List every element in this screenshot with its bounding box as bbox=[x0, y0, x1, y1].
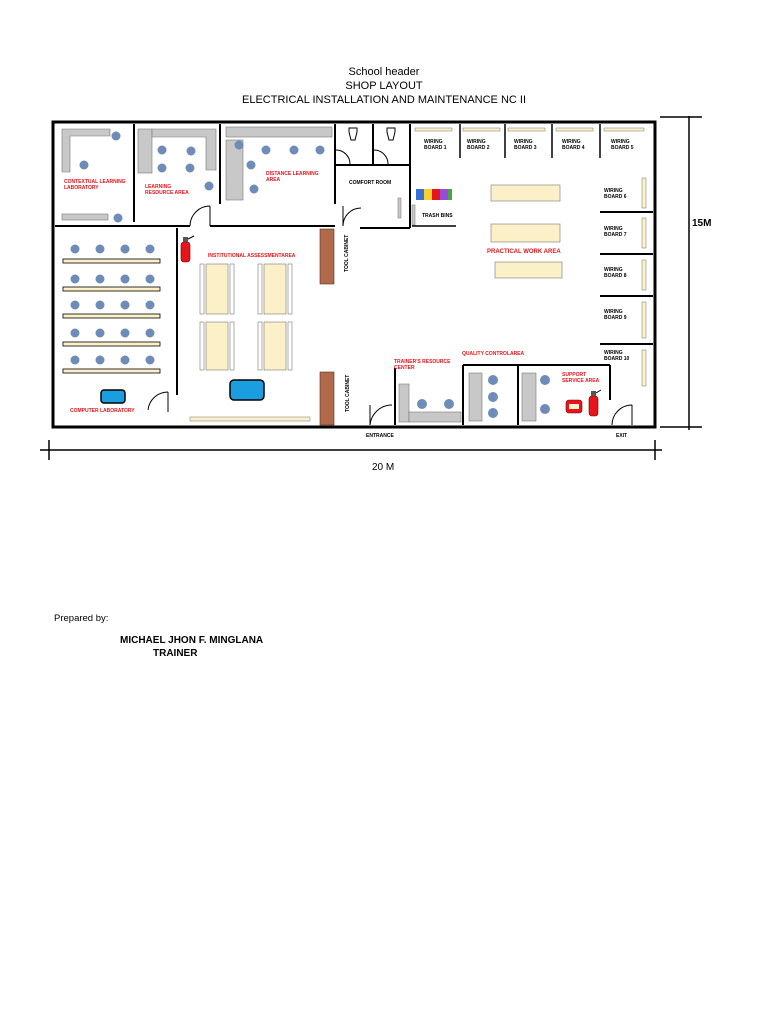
first-aid-icon bbox=[565, 399, 583, 414]
fire-extinguisher-icon bbox=[180, 235, 195, 263]
distance-learning-area: DISTANCE LEARNING AREA bbox=[225, 126, 333, 201]
preparer-role: TRAINER bbox=[153, 648, 198, 659]
trainers-resource-label-1: TRAINER'S RESOURCE bbox=[394, 359, 451, 365]
interior-walls bbox=[55, 124, 653, 425]
computer-lab-label: COMPUTER LABORATORY bbox=[70, 408, 135, 414]
wb7-l1: WIRING bbox=[604, 226, 623, 232]
wiring-boards-right: WIRING BOARD 6 WIRING BOARD 7 WIRING BOA… bbox=[604, 177, 647, 387]
wb9-l1: WIRING bbox=[604, 309, 623, 315]
wb5-l2: BOARD 5 bbox=[611, 145, 634, 151]
wb2-l1: WIRING bbox=[467, 139, 486, 145]
wb5-l1: WIRING bbox=[611, 139, 630, 145]
fire-extinguisher-icon bbox=[588, 389, 602, 417]
trash-bins-label: TRASH BINS bbox=[422, 213, 453, 219]
tool-cabinet-label-1: TOOL CABINET bbox=[344, 235, 350, 272]
header-line-title: SHOP LAYOUT bbox=[345, 80, 423, 92]
contextual-label-1: CONTEXTUAL LEARNING bbox=[64, 179, 126, 185]
preparer-name: MICHAEL JHON F. MINGLANA bbox=[120, 635, 264, 646]
wb6-l2: BOARD 6 bbox=[604, 194, 627, 200]
wb3-l2: BOARD 3 bbox=[514, 145, 537, 151]
prepared-by-label: Prepared by: bbox=[54, 613, 109, 624]
learning-resource-area: LEARNING RESOURCE AREA bbox=[137, 128, 217, 196]
learning-resource-label-1: LEARNING bbox=[145, 184, 171, 190]
support-service-label-1: SUPPORT bbox=[562, 372, 586, 378]
wb10-l1: WIRING bbox=[604, 350, 623, 356]
dimension-lines bbox=[40, 116, 702, 460]
wb7-l2: BOARD 7 bbox=[604, 232, 627, 238]
header-line-course: ELECTRICAL INSTALLATION AND MAINTENANCE … bbox=[241, 94, 526, 106]
contextual-learning-lab: CONTEXTUAL LEARNING LABORATORY bbox=[61, 128, 126, 223]
wb10-l2: BOARD 10 bbox=[604, 356, 630, 362]
institutional-label: INSTITUTIONAL ASSESSMENTAREA bbox=[208, 253, 296, 259]
distance-learning-label-1: DISTANCE LEARNING bbox=[266, 171, 319, 177]
floor-plan: CONTEXTUAL LEARNING LABORATORY LEARNING … bbox=[40, 116, 711, 473]
tool-cabinets: TOOL CABINET TOOL CABINET bbox=[319, 228, 351, 426]
entrance-label: ENTRANCE bbox=[366, 433, 394, 439]
quality-control-label: QUALITY CONTROLAREA bbox=[462, 351, 525, 357]
tool-cabinet-label-2: TOOL CABINET bbox=[345, 375, 351, 412]
exit-label: EXIT bbox=[616, 433, 627, 439]
practical-label: PRACTICAL WORK AREA bbox=[487, 249, 561, 255]
wb2-l2: BOARD 2 bbox=[467, 145, 490, 151]
wiring-boards-top: WIRING BOARD 1 WIRING BOARD 2 WIRING BOA… bbox=[414, 124, 645, 158]
comfort-room-label: COMFORT ROOM bbox=[349, 180, 391, 186]
support-service-label-2: SERVICE AREA bbox=[562, 378, 600, 384]
support-service-area: SUPPORT SERVICE AREA bbox=[521, 372, 600, 422]
trainers-resource-label-2: CENTER bbox=[394, 365, 415, 371]
wb8-l1: WIRING bbox=[604, 267, 623, 273]
wb1-l2: BOARD 1 bbox=[424, 145, 447, 151]
wb9-l2: BOARD 9 bbox=[604, 315, 627, 321]
contextual-label-2: LABORATORY bbox=[64, 185, 99, 191]
wb6-l1: WIRING bbox=[604, 188, 623, 194]
comfort-room: COMFORT ROOM bbox=[348, 127, 402, 219]
width-dimension: 20 M bbox=[372, 462, 394, 473]
door-arcs bbox=[147, 149, 633, 426]
wb8-l2: BOARD 8 bbox=[604, 273, 627, 279]
wb1-l1: WIRING bbox=[424, 139, 443, 145]
wb4-l1: WIRING bbox=[562, 139, 581, 145]
quality-control-area: QUALITY CONTROLAREA bbox=[462, 351, 525, 422]
institutional-assessment-area: INSTITUTIONAL ASSESSMENTAREA bbox=[189, 253, 311, 422]
learning-resource-label-2: RESOURCE AREA bbox=[145, 190, 189, 196]
trash-bins: TRASH BINS bbox=[411, 189, 456, 227]
header-line-school: School header bbox=[348, 66, 420, 78]
distance-learning-label-2: AREA bbox=[266, 177, 281, 183]
trainers-resource-center: TRAINER'S RESOURCE CENTER bbox=[394, 359, 462, 423]
outer-wall bbox=[51, 120, 657, 429]
practical-work-area: PRACTICAL WORK AREA bbox=[487, 184, 563, 279]
wb4-l2: BOARD 4 bbox=[562, 145, 585, 151]
wb3-l1: WIRING bbox=[514, 139, 533, 145]
computer-laboratory: COMPUTER LABORATORY bbox=[62, 244, 161, 414]
height-dimension: 15M bbox=[692, 218, 711, 229]
